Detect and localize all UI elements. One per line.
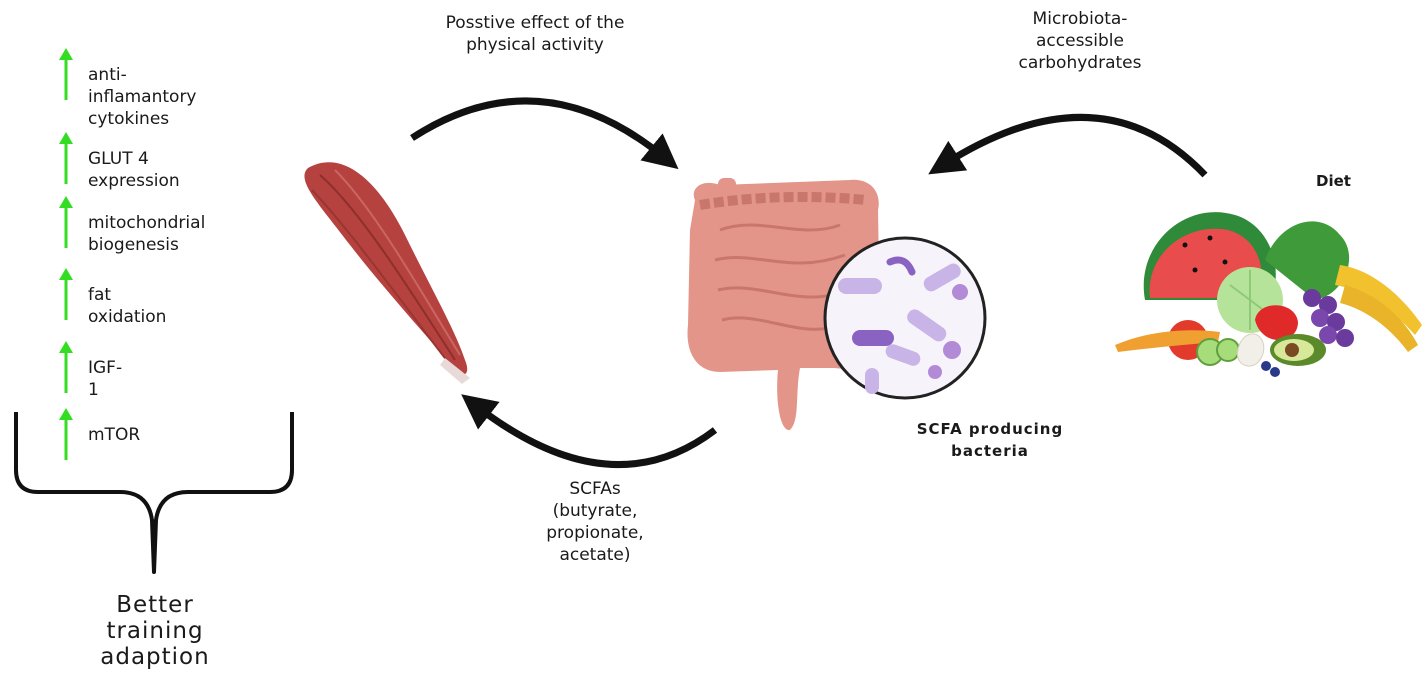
food-icon [1115, 212, 1422, 377]
carbohydrates-label: Microbiota- accessible carbohydrates [1005, 8, 1155, 74]
diet-label: Diet [1316, 170, 1351, 192]
effect-label: GLUT 4 expression [88, 148, 180, 192]
muscle-icon [304, 162, 470, 384]
up-arrow-icon [55, 196, 77, 248]
arrow-activity-to-gut [412, 101, 665, 158]
up-arrow-icon [55, 132, 77, 184]
physical-activity-label: Posstive effect of the physical activity [425, 12, 645, 56]
scfas-label: SCFAs (butyrate, propionate, acetate) [530, 478, 660, 566]
effect-label: mTOR [88, 424, 140, 446]
up-arrow-icon [55, 48, 77, 100]
effect-label: IGF-1 [88, 357, 122, 401]
effect-label: mitochondrial biogenesis [88, 212, 205, 256]
outcome-label: Better training adaption [50, 592, 260, 670]
up-arrow-icon [55, 268, 77, 320]
effect-label: fat oxidation [88, 284, 166, 328]
arrow-diet-to-gut [943, 117, 1205, 175]
up-arrow-icon [55, 341, 77, 393]
bacteria-circle-icon [825, 238, 985, 398]
up-arrow-icon [55, 408, 77, 460]
bacteria-label: SCFA producing bacteria [905, 418, 1075, 462]
effect-label: anti-inflamantory cytokines [88, 64, 197, 130]
arrow-scfa-to-muscle [475, 405, 715, 465]
